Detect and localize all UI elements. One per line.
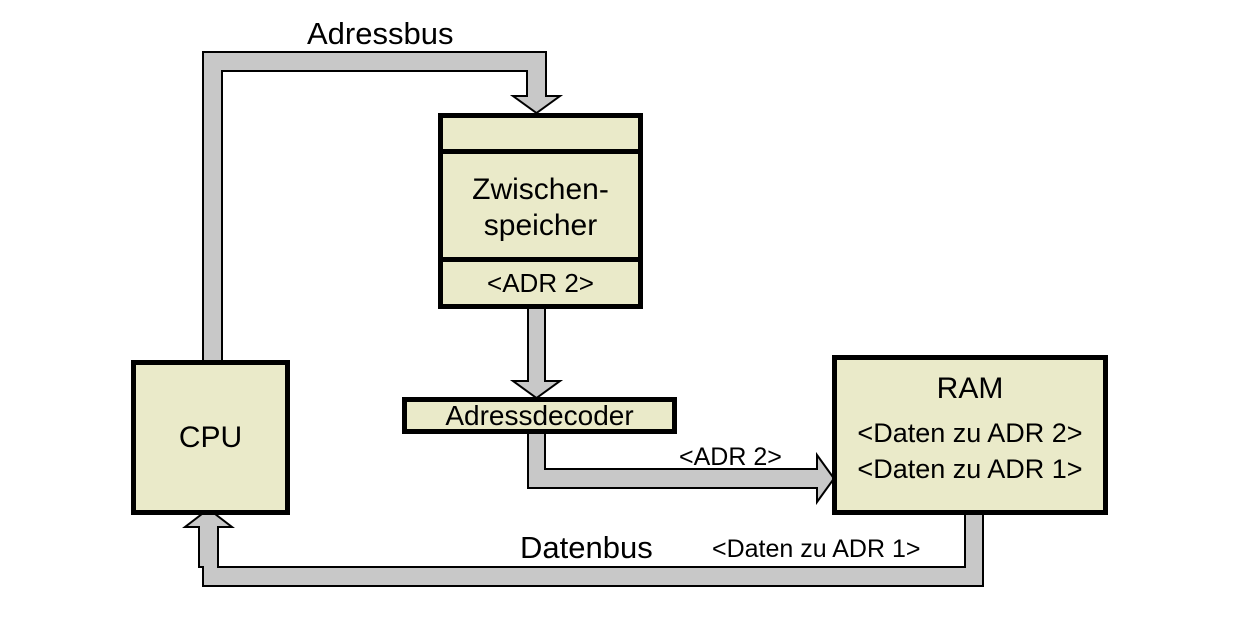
ram-row: <Daten zu ADR 1> bbox=[857, 454, 1083, 484]
buffer-name-cell: Zwischen- speicher bbox=[443, 154, 638, 262]
cpu-label: CPU bbox=[178, 421, 243, 454]
ram-row: <Daten zu ADR 2> bbox=[857, 418, 1083, 448]
decoder-to-ram-arrow bbox=[527, 432, 836, 506]
address-decoder-box[interactable]: Adressdecoder bbox=[402, 397, 677, 434]
buffer-box[interactable]: Zwischen- speicher <ADR 2> bbox=[438, 113, 643, 309]
address-bus-arrow bbox=[202, 51, 564, 363]
decoder-to-ram-label: <ADR 2> bbox=[679, 443, 782, 471]
data-bus-label: Datenbus bbox=[520, 530, 653, 565]
address-decoder-label: Adressdecoder bbox=[445, 400, 634, 431]
ram-title: RAM bbox=[936, 372, 1004, 405]
buffer-to-decoder-arrow bbox=[509, 307, 564, 400]
buffer-empty-cell bbox=[443, 118, 638, 154]
data-bus-payload-label: <Daten zu ADR 1> bbox=[712, 535, 921, 563]
buffer-name-line-1: Zwischen- bbox=[472, 173, 609, 206]
ram-box[interactable]: RAM <Daten zu ADR 2> <Daten zu ADR 1> bbox=[832, 355, 1108, 515]
cpu-box[interactable]: CPU bbox=[131, 360, 290, 515]
data-bus-arrow bbox=[182, 507, 984, 587]
address-bus-label: Adressbus bbox=[307, 16, 454, 51]
buffer-value-cell: <ADR 2> bbox=[443, 262, 638, 304]
buffer-name-line-2: speicher bbox=[483, 209, 598, 242]
